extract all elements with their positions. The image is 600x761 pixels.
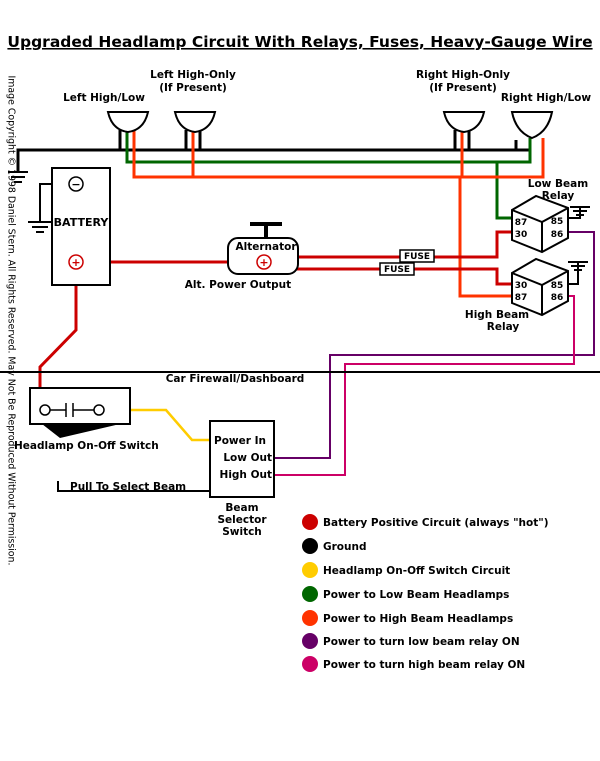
right-high-only-note: (If Present) — [429, 82, 497, 94]
relay-ground-wires — [568, 206, 590, 285]
low-beam-relay-label-2: Relay — [542, 190, 575, 202]
beam-switch-label-1: Beam — [225, 502, 258, 514]
left-high-only-label: Left High-Only — [150, 69, 236, 81]
low-beam-relay — [511, 194, 569, 254]
fuse-low-beam — [399, 249, 435, 263]
legend-label-switch-circuit: Headlamp On-Off Switch Circuit — [323, 565, 510, 577]
pull-to-select-label: Pull To Select Beam — [70, 481, 186, 493]
low-beam-relay-label: Low Beam — [528, 178, 588, 190]
alternator-positive-terminal — [256, 254, 272, 270]
legend-swatch-low-relay-trigger — [302, 633, 318, 649]
high-out-label: High Out — [220, 469, 272, 481]
battery-negative-sign: − — [71, 178, 80, 191]
legend-item-high-relay-trigger: Power to turn high beam relay ON — [302, 656, 525, 672]
high-relay-pin-86: 86 — [551, 293, 564, 303]
battery-positive-terminal — [68, 254, 84, 270]
right-high-only-label: Right High-Only — [416, 69, 510, 81]
low-relay-pin-30: 30 — [515, 230, 528, 240]
copyright-notice: Image Copyright © 1998 Daniel Stern. All… — [5, 75, 17, 566]
legend-item-switch-circuit: Headlamp On-Off Switch Circuit — [302, 562, 510, 578]
headlamp-switch-label: Headlamp On-Off Switch — [14, 440, 159, 452]
switch-circuit-wires — [104, 408, 212, 442]
high-beam-relay-label: High Beam — [465, 309, 529, 321]
battery-positive-sign: + — [71, 256, 80, 269]
legend-item-battery-positive: Battery Positive Circuit (always "hot") — [302, 514, 549, 530]
legend-item-ground: Ground — [302, 538, 366, 554]
legend-swatch-low-beam — [302, 586, 318, 602]
ground-symbol-main — [8, 171, 28, 183]
legend-item-high-beam: Power to High Beam Headlamps — [302, 610, 513, 626]
legend-swatch-high-relay-trigger — [302, 656, 318, 672]
low-out-label: Low Out — [223, 452, 272, 464]
high-beam-relay — [511, 257, 569, 317]
legend-label-low-relay-trigger: Power to turn low beam relay ON — [323, 636, 520, 648]
legend-label-battery-positive: Battery Positive Circuit (always "hot") — [323, 517, 549, 529]
high-relay-trigger-wire — [274, 295, 575, 476]
low-relay-pin-85: 85 — [551, 217, 564, 227]
low-beam-wires — [125, 130, 532, 220]
legend-swatch-ground — [302, 538, 318, 554]
headlamp-right-high-only — [442, 111, 486, 134]
alternator-positive-sign: + — [259, 256, 268, 269]
legend-swatch-high-beam — [302, 610, 318, 626]
right-high-low-label: Right High/Low — [501, 92, 591, 104]
left-high-low-label: Left High/Low — [63, 92, 145, 104]
beam-switch-label-3: Switch — [222, 526, 262, 538]
headlamp-left-high-only — [173, 111, 217, 134]
power-in-label: Power In — [214, 435, 266, 447]
fuse-low-beam-label: FUSE — [404, 252, 430, 262]
low-relay-pin-87: 87 — [515, 218, 528, 228]
high-beam-relay-label-2: Relay — [487, 321, 520, 333]
high-relay-pin-87: 87 — [515, 293, 528, 303]
high-relay-pin-30: 30 — [515, 281, 528, 291]
beam-switch-label-2: Selector — [217, 514, 267, 526]
headlamp-left-high-low — [106, 111, 150, 134]
diagram-title: Upgraded Headlamp Circuit With Relays, F… — [7, 33, 592, 51]
left-high-only-note: (If Present) — [159, 82, 227, 94]
battery-label: BATTERY — [54, 216, 110, 229]
legend-item-low-beam: Power to Low Beam Headlamps — [302, 586, 509, 602]
legend-label-high-beam: Power to High Beam Headlamps — [323, 613, 513, 625]
beam-selector-switch-box — [209, 420, 275, 498]
fuse-high-beam — [379, 262, 415, 276]
headlamp-right-high-low — [510, 111, 554, 140]
ground-wires — [16, 130, 532, 172]
alternator-label: Alternator — [235, 241, 297, 253]
fuse-high-beam-label: FUSE — [384, 265, 410, 275]
legend-label-high-relay-trigger: Power to turn high beam relay ON — [323, 659, 525, 671]
legend-item-low-relay-trigger: Power to turn low beam relay ON — [302, 633, 520, 649]
legend-label-ground: Ground — [323, 541, 366, 553]
legend: Battery Positive Circuit (always "hot") … — [302, 514, 549, 672]
firewall-label: Car Firewall/Dashboard — [166, 373, 305, 385]
battery-negative-terminal — [68, 176, 84, 192]
alternator-output-label: Alt. Power Output — [185, 279, 291, 291]
headlamp-switch — [29, 387, 131, 438]
pull-rod — [57, 481, 211, 492]
legend-swatch-switch-circuit — [302, 562, 318, 578]
high-relay-pin-85: 85 — [551, 281, 564, 291]
legend-swatch-battery-positive — [302, 514, 318, 530]
legend-label-low-beam: Power to Low Beam Headlamps — [323, 589, 509, 601]
low-relay-pin-86: 86 — [551, 230, 564, 240]
high-beam-wires — [132, 130, 545, 298]
low-relay-trigger-wire — [274, 231, 595, 459]
